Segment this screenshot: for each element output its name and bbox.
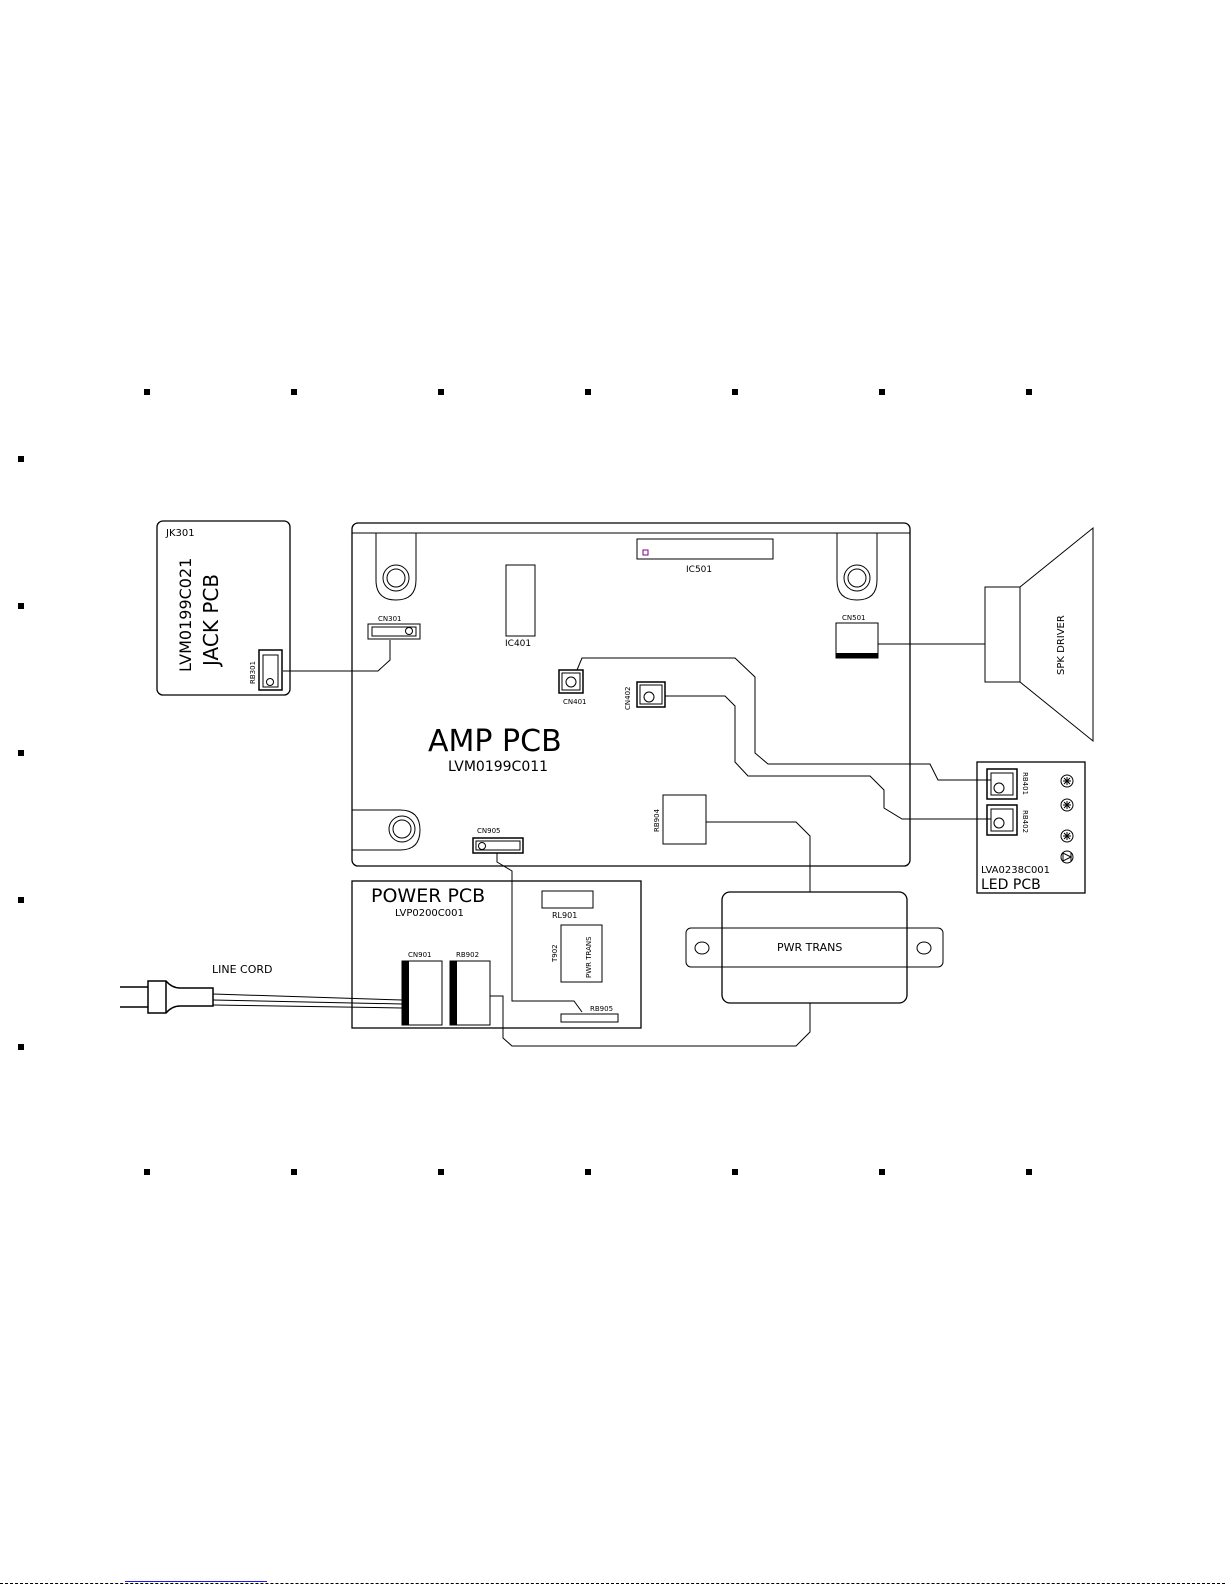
rb904-label: RB904 xyxy=(653,808,661,832)
led-pcb-title: LED PCB xyxy=(981,877,1041,893)
jk301-label: JK301 xyxy=(165,528,195,539)
amp-pcb-title: AMP PCB xyxy=(428,724,562,759)
power-plug-icon xyxy=(148,981,213,1013)
power-part-number: LVP0200C001 xyxy=(395,908,464,919)
led-pcb: RB401 RB402 LVA0238C001 LED PCB xyxy=(977,762,1085,893)
pwr-trans-label: PWR TRANS xyxy=(777,941,842,954)
amp-part-number: LVM0199C011 xyxy=(448,759,548,775)
speaker-driver: SPK DRIVER xyxy=(985,528,1093,741)
page-bottom-link-underline xyxy=(125,1581,267,1582)
cn402-label: CN402 xyxy=(624,687,632,711)
cn301-label: CN301 xyxy=(378,615,402,623)
pwr-trans-small-label: PWR TRANS xyxy=(585,936,593,978)
ic501-label: IC501 xyxy=(686,565,712,575)
power-transformer: PWR TRANS xyxy=(686,892,943,1003)
spk-driver-label: SPK DRIVER xyxy=(1056,615,1067,675)
rb301-label: RB301 xyxy=(249,661,257,684)
power-pcb-title: POWER PCB xyxy=(371,885,485,907)
jack-pcb-title: JACK PCB xyxy=(199,574,223,668)
cn905-label: CN905 xyxy=(477,827,501,835)
rb902-label: RB902 xyxy=(456,951,479,959)
cn901-label: CN901 xyxy=(408,951,432,959)
cn501-label: CN501 xyxy=(842,614,866,622)
power-pcb: POWER PCB LVP0200C001 RL901 PWR TRANS T9… xyxy=(352,881,641,1028)
rb905-label: RB905 xyxy=(590,1005,613,1013)
t902-label: T902 xyxy=(551,944,559,963)
rb401-label: RB401 xyxy=(1021,772,1029,795)
jack-part-number: LVM0199C021 xyxy=(176,558,195,672)
ic401-label: IC401 xyxy=(505,639,531,649)
jack-pcb: JK301 LVM0199C021 JACK PCB RB301 xyxy=(157,521,290,695)
rb402-label: RB402 xyxy=(1021,810,1029,833)
led-part-number: LVA0238C001 xyxy=(981,865,1050,876)
amp-pcb: IC501 IC401 CN301 CN501 CN401 CN402 AMP … xyxy=(352,523,910,866)
rl901-label: RL901 xyxy=(552,911,577,920)
line-cord-label: LINE CORD xyxy=(212,963,273,976)
cn401-label: CN401 xyxy=(563,698,587,706)
page-bottom-rule xyxy=(0,1583,1225,1584)
